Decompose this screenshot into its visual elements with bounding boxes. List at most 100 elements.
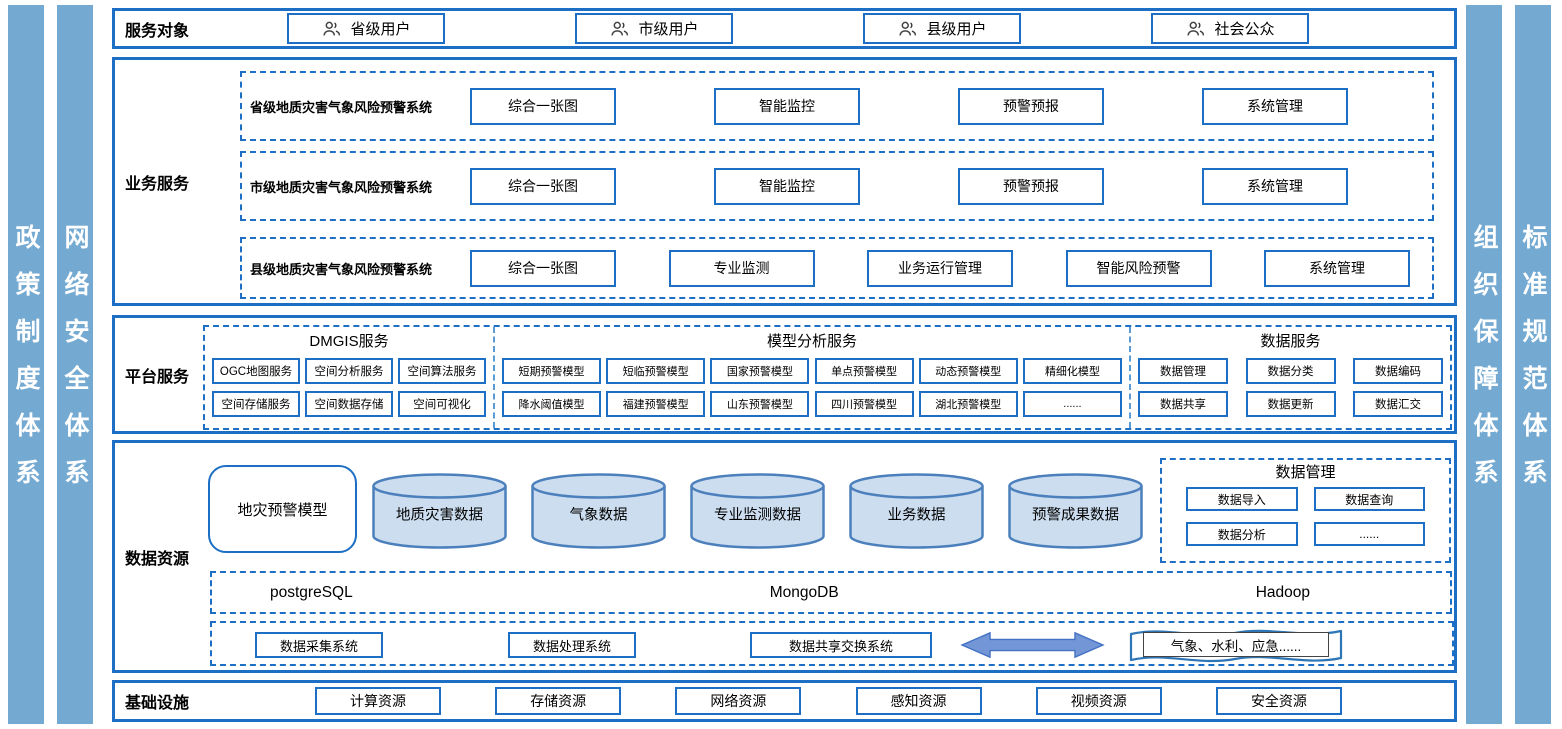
section-title: 数据资源 [125, 550, 190, 568]
platform-service-box: 国家预警模型 [710, 357, 810, 384]
section-title: 业务服务 [125, 175, 190, 193]
section-title: 基础设施 [125, 695, 190, 712]
platform-service-box: 数据更新 [1245, 390, 1336, 417]
target-label: 社会公众 [1214, 21, 1275, 38]
platform-service-box: 短临预警模型 [606, 357, 706, 384]
cylinder-label: 气象数据 [569, 507, 628, 524]
data-management-box: 数据导入 [1186, 487, 1298, 511]
target-county-users: 县级用户 [863, 13, 1021, 44]
database-cylinder-icon [1008, 473, 1143, 549]
group-title: DMGIS服务 [309, 333, 389, 350]
section-infrastructure: 基础设施 计算资源 存储资源 网络资源 感知资源 视频资源 安全资源 [112, 680, 1457, 722]
model-analysis-service-group: 模型分析服务 短期预警模型 短临预警模型 国家预警模型 单点预警模型 动态预警模… [493, 327, 1131, 428]
system-name: 省级地质灾害气象风险预警系统 [250, 99, 433, 115]
platform-service-box: 数据管理 [1138, 357, 1228, 384]
module-row: 综合一张图 智能监控 预警预报 系统管理 [470, 167, 1432, 205]
section-platform-services: 平台服务 DMGIS服务 OGC地图服务 空间分析服务 空间算法服务 空间存储服… [112, 315, 1457, 434]
sidebar-label: 网络安全体系 [61, 223, 89, 506]
data-sharing-exchange-system-box: 数据共享交换系统 [750, 632, 932, 658]
database-cylinder-icon [849, 473, 984, 549]
cylinder-label: 业务数据 [887, 507, 946, 524]
city-system-row: 市级地质灾害气象风险预警系统 综合一张图 智能监控 预警预报 系统管理 [240, 151, 1434, 221]
group-title: 数据服务 [1260, 333, 1321, 350]
target-label: 省级用户 [350, 21, 411, 38]
module-box: 预警预报 [958, 87, 1104, 125]
service-row: 数据共享 数据更新 数据汇交 [1138, 387, 1443, 420]
service-row: 空间存储服务 空间数据存储 空间可视化 [212, 387, 486, 420]
target-label: 市级用户 [638, 21, 699, 38]
platform-service-box: 单点预警模型 [814, 357, 914, 384]
data-exchange-layer-box: 数据采集系统 数据处理系统 数据共享交换系统 气象、水利、应急...... [210, 621, 1454, 666]
database-layer-box: postgreSQL MongoDB Hadoop [210, 571, 1452, 614]
data-management-box: 数据分析 [1186, 522, 1298, 546]
cylinder-label: 专业监测数据 [714, 507, 801, 524]
module-row: 综合一张图 智能监控 预警预报 系统管理 [470, 87, 1432, 125]
cylinder-business-data: 业务数据 [848, 473, 985, 549]
module-box: 系统管理 [1202, 87, 1348, 125]
sidebar-network-security-system: 网络安全体系 [57, 5, 93, 724]
platform-services-box: DMGIS服务 OGC地图服务 空间分析服务 空间算法服务 空间存储服务 空间数… [203, 325, 1452, 430]
external-systems-label: 气象、水利、应急...... [1143, 632, 1329, 657]
module-box: 综合一张图 [470, 87, 616, 125]
platform-service-box: OGC地图服务 [212, 357, 300, 384]
sidebar-label: 标准规范体系 [1519, 223, 1547, 506]
service-row: 数据管理 数据分类 数据编码 [1138, 354, 1443, 387]
module-box: 系统管理 [1202, 167, 1348, 205]
target-label: 县级用户 [926, 21, 987, 38]
module-row: 综合一张图 专业监测 业务运行管理 智能风险预警 系统管理 [470, 249, 1432, 287]
module-box: 智能监控 [714, 87, 860, 125]
sidebar-standard-specification-system: 标准规范体系 [1515, 5, 1551, 724]
resource-box-sensing: 感知资源 [855, 687, 982, 715]
module-box: 智能风险预警 [1065, 249, 1212, 287]
sidebar-label: 组织保障体系 [1470, 223, 1498, 506]
panel-title: 数据管理 [1275, 464, 1336, 481]
platform-service-box: 数据共享 [1138, 390, 1228, 417]
sidebar-label: 政策制度体系 [12, 223, 40, 506]
database-cylinder-icon [372, 473, 507, 549]
data-service-group: 数据服务 数据管理 数据分类 数据编码 数据共享 数据更新 数据汇交 [1131, 327, 1450, 428]
platform-service-box: ...... [1022, 390, 1122, 417]
resource-box-video: 视频资源 [1035, 687, 1162, 715]
data-processing-system-box: 数据处理系统 [508, 632, 636, 658]
module-box: 综合一张图 [470, 167, 616, 205]
database-name: Hadoop [1255, 583, 1310, 601]
module-box: 预警预报 [958, 167, 1104, 205]
database-name: MongoDB [769, 583, 839, 601]
resource-box-storage: 存储资源 [495, 687, 622, 715]
users-icon [323, 21, 341, 35]
module-box: 系统管理 [1264, 249, 1410, 287]
cylinder-professional-monitoring-data: 专业监测数据 [689, 473, 826, 549]
system-name: 县级地质灾害气象风险预警系统 [250, 261, 433, 277]
data-management-grid: 数据导入 数据查询 数据分析 ...... [1162, 483, 1449, 546]
target-public: 社会公众 [1151, 13, 1309, 44]
module-box: 业务运行管理 [867, 249, 1013, 287]
platform-service-box: 空间算法服务 [398, 357, 486, 384]
platform-service-box: 精细化模型 [1022, 357, 1122, 384]
platform-service-box: 空间存储服务 [212, 390, 300, 417]
database-name: postgreSQL [270, 583, 353, 601]
users-icon [611, 21, 629, 35]
resource-box-compute: 计算资源 [315, 687, 441, 715]
service-row: 降水阈值模型 福建预警模型 山东预警模型 四川预警模型 湖北预警模型 .....… [502, 387, 1122, 420]
platform-service-box: 数据分类 [1245, 357, 1336, 384]
platform-service-box: 动态预警模型 [918, 357, 1018, 384]
sidebar-organization-guarantee-system: 组织保障体系 [1466, 5, 1502, 724]
platform-service-box: 短期预警模型 [502, 357, 601, 384]
users-icon [1187, 21, 1205, 35]
disaster-warning-model-box: 地灾预警模型 [208, 465, 357, 553]
module-box: 专业监测 [668, 249, 815, 287]
data-management-panel: 数据管理 数据导入 数据查询 数据分析 ...... [1160, 458, 1451, 563]
service-targets-row: 省级用户 市级用户 县级用户 社会公众 [287, 13, 1454, 44]
database-cylinder-icon [690, 473, 825, 549]
section-title: 服务对象 [125, 22, 190, 40]
section-service-targets: 服务对象 省级用户 市级用户 县级用户 社会公众 [112, 8, 1457, 49]
platform-service-box: 降水阈值模型 [502, 390, 601, 417]
group-title: 模型分析服务 [766, 333, 857, 350]
target-city-users: 市级用户 [575, 13, 733, 44]
section-data-resources: 数据资源 地灾预警模型 地质灾害数据 气象数据 专业监测数据 业务数据 预警成果… [112, 440, 1457, 673]
section-title: 平台服务 [125, 368, 190, 386]
resource-box-security: 安全资源 [1215, 687, 1342, 715]
service-row: OGC地图服务 空间分析服务 空间算法服务 [212, 354, 486, 387]
module-box: 智能监控 [714, 167, 860, 205]
sidebar-policy-system: 政策制度体系 [8, 5, 44, 724]
